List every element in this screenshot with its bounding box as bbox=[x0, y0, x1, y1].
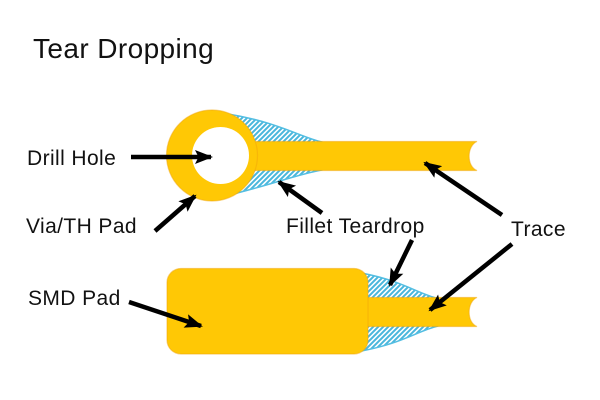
trace-arrow-lower bbox=[428, 242, 514, 312]
smd-trace-shape bbox=[361, 296, 478, 328]
fillet-teardrop-label: Fillet Teardrop bbox=[286, 215, 425, 238]
drill-hole-shape bbox=[192, 127, 249, 184]
smd-pad-shape bbox=[166, 267, 369, 355]
trace-label: Trace bbox=[511, 218, 566, 241]
smd-pad-arrow bbox=[128, 299, 203, 329]
diagram-title: Tear Dropping bbox=[33, 33, 214, 64]
smd-pad-label: SMD Pad bbox=[28, 287, 121, 310]
trace-arrow-upper bbox=[423, 161, 504, 217]
via-trace-shape bbox=[249, 140, 478, 172]
via-th-pad-label: Via/TH Pad bbox=[26, 215, 137, 238]
fillet-teardrop-arrow-smd bbox=[387, 239, 415, 287]
fillet-teardrop-arrow-via bbox=[277, 180, 324, 215]
via-th-pad-arrow bbox=[153, 194, 197, 233]
drill-hole-label: Drill Hole bbox=[27, 147, 116, 170]
